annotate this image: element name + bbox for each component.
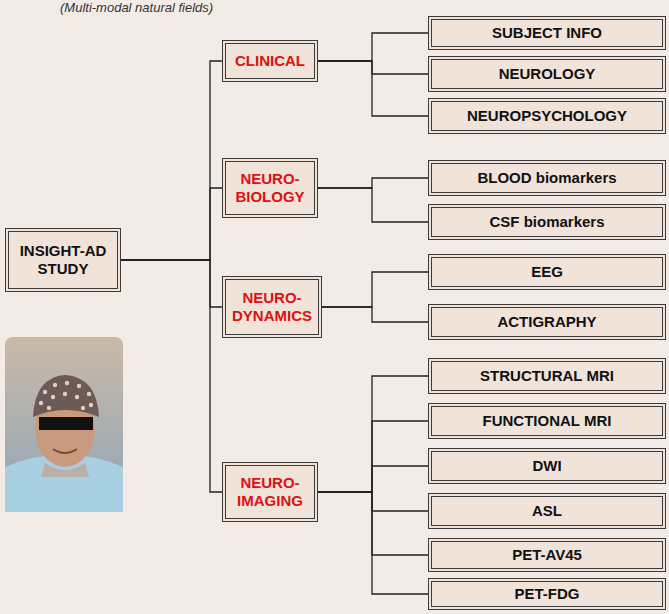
- box-label: BLOOD biomarkers: [477, 169, 616, 187]
- tree-connector: [322, 307, 428, 322]
- subject-photo: [5, 337, 123, 512]
- subtitle-note: (Multi-modal natural fields): [60, 0, 213, 15]
- box-label: SUBJECT INFO: [492, 24, 602, 42]
- tree-connector: [318, 466, 428, 492]
- box-label: NEURO- IMAGING: [232, 474, 308, 510]
- category-box: NEURO- BIOLOGY: [222, 158, 318, 218]
- category-box: NEURO- DYNAMICS: [222, 276, 322, 338]
- tree-connector: [318, 421, 428, 492]
- box-label: NEUROLOGY: [499, 65, 596, 83]
- tree-connector: [318, 188, 428, 222]
- box-label: ACTIGRAPHY: [497, 313, 596, 331]
- box-label: PET-FDG: [514, 585, 579, 603]
- tree-connector: [318, 492, 428, 511]
- box-label: PET-AV45: [512, 546, 582, 564]
- tree-connector: [318, 178, 428, 188]
- box-label: NEUROPSYCHOLOGY: [467, 107, 627, 125]
- field-box: STRUCTURAL MRI: [428, 358, 666, 394]
- box-label: NEURO- DYNAMICS: [232, 289, 312, 325]
- tree-connector: [318, 61, 428, 74]
- box-label: ASL: [532, 502, 562, 520]
- tree-connector: [318, 492, 428, 594]
- tree-connector: [318, 33, 428, 61]
- tree-connector: [121, 260, 222, 307]
- field-box: NEUROLOGY: [428, 56, 666, 92]
- box-label: INSIGHT-AD STUDY: [15, 242, 111, 278]
- field-box: CSF biomarkers: [428, 204, 666, 240]
- tree-connector: [318, 376, 428, 492]
- box-label: STRUCTURAL MRI: [480, 367, 614, 385]
- field-box: ACTIGRAPHY: [428, 304, 666, 340]
- category-box: NEURO- IMAGING: [222, 462, 318, 522]
- box-label: FUNCTIONAL MRI: [483, 412, 612, 430]
- field-box: DWI: [428, 448, 666, 484]
- category-box: CLINICAL: [222, 40, 318, 82]
- tree-connector: [322, 272, 428, 307]
- field-box: PET-AV45: [428, 538, 666, 572]
- field-box: NEUROPSYCHOLOGY: [428, 98, 666, 134]
- field-box: ASL: [428, 493, 666, 529]
- study-box: INSIGHT-AD STUDY: [5, 228, 121, 292]
- field-box: FUNCTIONAL MRI: [428, 403, 666, 439]
- tree-connector: [121, 188, 222, 260]
- field-box: PET-FDG: [428, 578, 666, 610]
- field-box: SUBJECT INFO: [428, 16, 666, 50]
- box-label: CSF biomarkers: [489, 213, 604, 231]
- tree-connector: [121, 61, 222, 260]
- field-box: EEG: [428, 254, 666, 290]
- box-label: DWI: [532, 457, 561, 475]
- tree-connector: [318, 492, 428, 555]
- box-label: CLINICAL: [235, 52, 305, 70]
- tree-connector: [318, 61, 428, 116]
- box-label: NEURO- BIOLOGY: [232, 170, 308, 206]
- box-label: EEG: [531, 263, 563, 281]
- tree-connector: [121, 260, 222, 492]
- field-box: BLOOD biomarkers: [428, 160, 666, 196]
